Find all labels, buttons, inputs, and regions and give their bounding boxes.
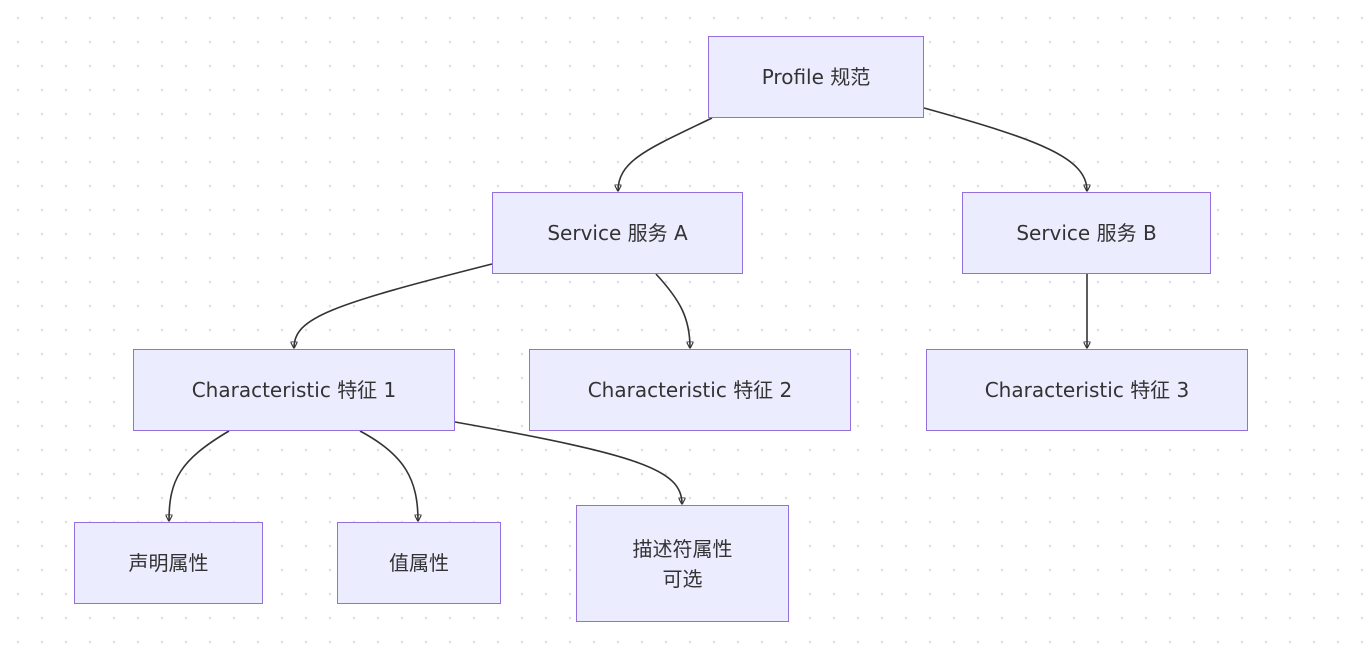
edge-characteristic-1-to-declaration-attribute: [169, 430, 230, 521]
node-characteristic-3[interactable]: Characteristic 特征 3: [926, 349, 1248, 431]
node-service-b[interactable]: Service 服务 B: [962, 192, 1211, 274]
node-value-attribute[interactable]: 值属性: [337, 522, 501, 604]
node-characteristic-2[interactable]: Characteristic 特征 2: [529, 349, 851, 431]
edge-characteristic-1-to-descriptor-attribute: [454, 421, 682, 504]
node-declaration-attribute[interactable]: 声明属性: [74, 522, 263, 604]
edge-profile-to-service-a: [618, 117, 713, 191]
edge-characteristic-1-to-value-attribute: [359, 430, 418, 521]
edge-service-a-to-characteristic-1: [294, 263, 493, 348]
node-profile[interactable]: Profile 规范: [708, 36, 924, 118]
edge-service-a-to-characteristic-2: [655, 273, 690, 348]
edge-profile-to-service-b: [923, 107, 1087, 191]
node-descriptor-attribute[interactable]: 描述符属性 可选: [576, 505, 789, 622]
node-service-a[interactable]: Service 服务 A: [492, 192, 743, 274]
node-characteristic-1[interactable]: Characteristic 特征 1: [133, 349, 455, 431]
